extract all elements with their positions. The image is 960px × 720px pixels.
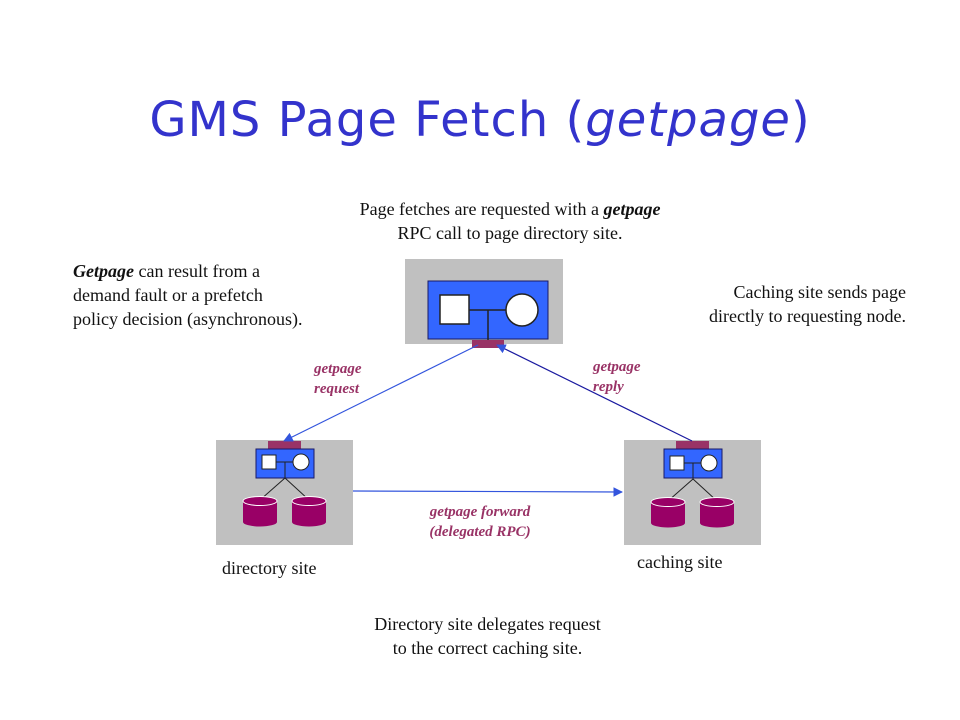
right-note: Caching site sends page directly to requ…: [709, 282, 906, 326]
network-port: [472, 340, 504, 348]
slide-title: GMS Page Fetch (getpage): [149, 92, 811, 148]
network-port: [676, 441, 709, 449]
disk-icon: [291, 496, 327, 527]
getpage-forward-arrow: [352, 487, 623, 497]
page-directory-node: [405, 259, 563, 348]
network-port: [268, 441, 301, 449]
disk-icon: [699, 497, 735, 528]
left-note: Getpage can result from a demand fault o…: [73, 261, 303, 329]
getpage-reply-arrow: [496, 344, 693, 442]
top-note: Page fetches are requested with a getpag…: [359, 199, 661, 243]
disk-icon: [242, 496, 278, 527]
directory-site-node: [216, 440, 353, 545]
caching-site-node: [624, 440, 761, 545]
getpage-request-arrow: [283, 344, 479, 442]
caching-site-caption: caching site: [637, 552, 723, 572]
getpage-request-label: getpage request: [314, 361, 362, 397]
disk-icon: [650, 497, 686, 528]
bottom-note: Directory site delegates request to the …: [374, 614, 601, 658]
slide-title-italic: getpage: [585, 92, 791, 148]
directory-site-caption: directory site: [222, 558, 317, 578]
getpage-forward-label: getpage forward (delegated RPC): [429, 504, 531, 540]
getpage-reply-label: getpage reply: [593, 359, 641, 395]
